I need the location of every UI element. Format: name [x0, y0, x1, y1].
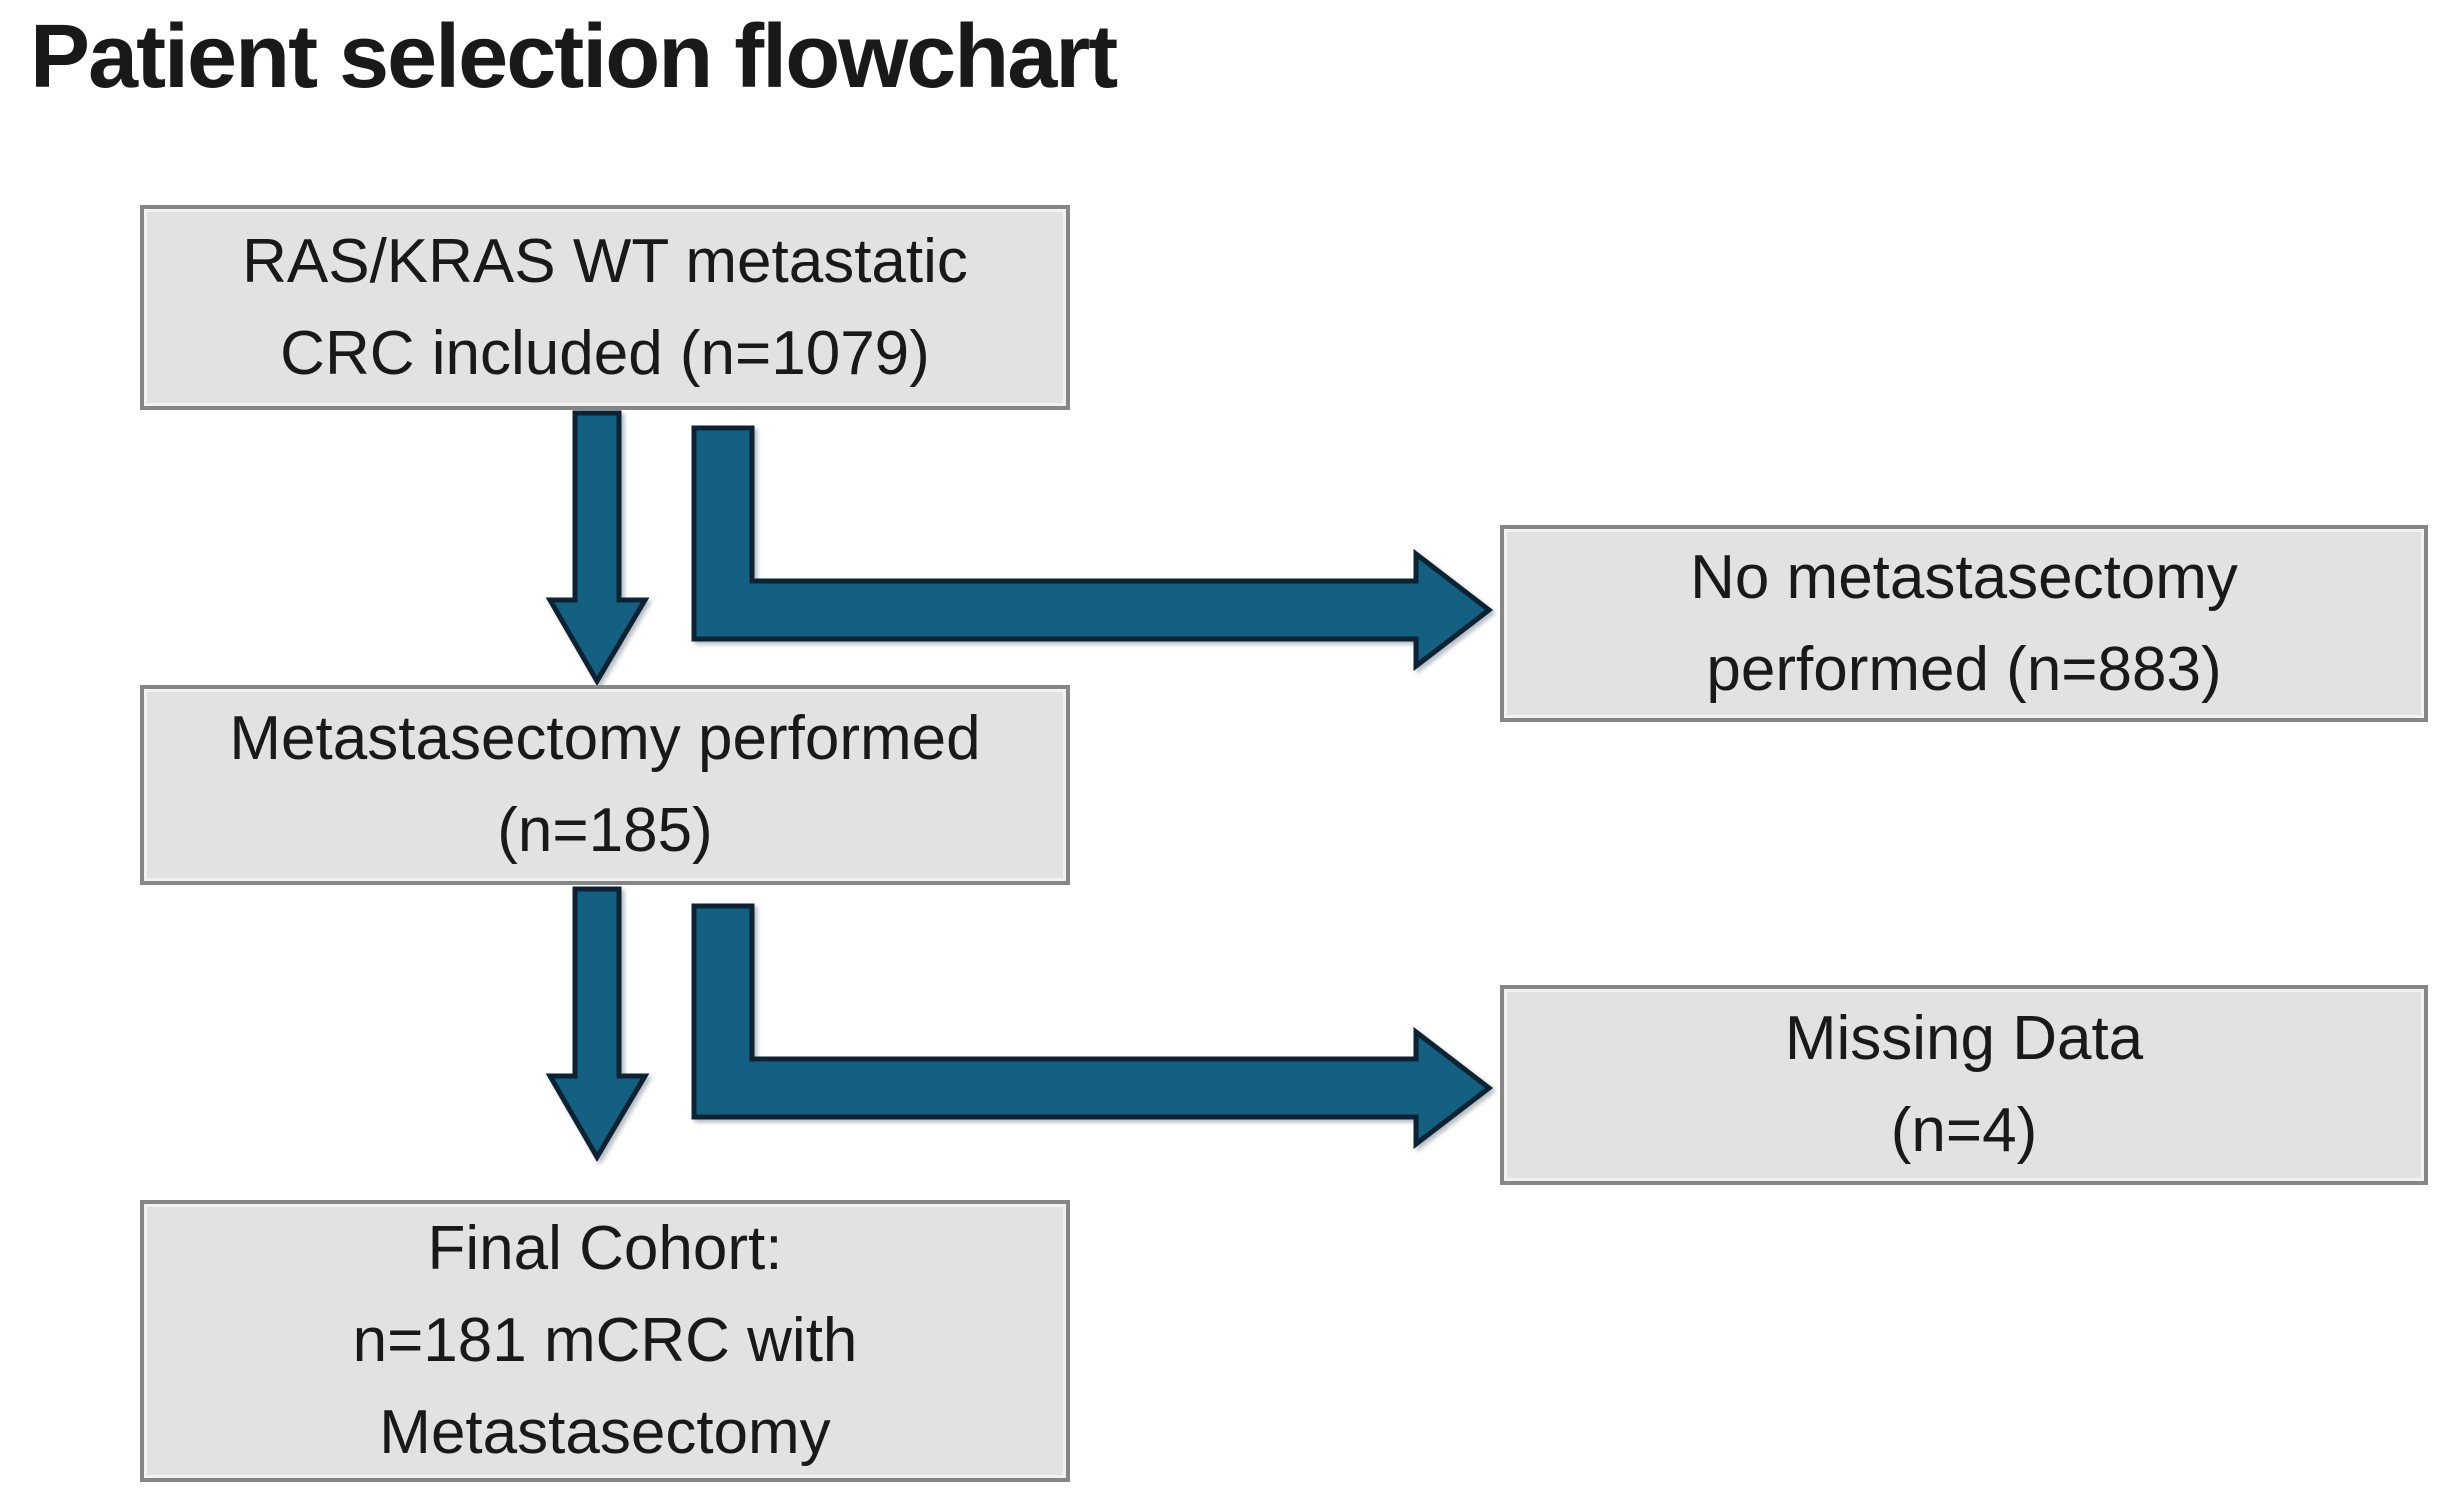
page-title: Patient selection flowchart — [30, 7, 1118, 107]
node-line: Missing Data — [1784, 1004, 2144, 1073]
node-line: (n=185) — [497, 796, 713, 865]
node-line: Metastasectomy performed — [229, 704, 981, 773]
node-metastasectomy: Metastasectomy performed (n=185) — [140, 685, 1070, 885]
arrow-down-included-to-metastasectomy-icon — [545, 410, 650, 686]
node-line: RAS/KRAS WT metastatic — [242, 226, 968, 296]
node-line: No metastasectomy — [1690, 542, 2238, 612]
arrow-elbow-included-to-no-metastasectomy-icon — [691, 425, 1494, 672]
node-final-cohort: Final Cohort: n=181 mCRC with Metastasec… — [140, 1200, 1070, 1482]
node-line: (n=4) — [1890, 1096, 2038, 1165]
arrow-elbow-metastasectomy-to-missing-data-icon — [691, 903, 1494, 1150]
arrow-down-metastasectomy-to-final-cohort-icon — [545, 886, 650, 1162]
node-line: n=181 mCRC with — [352, 1306, 858, 1375]
node-included: RAS/KRAS WT metastatic CRC included (n=1… — [140, 205, 1070, 410]
node-line: Metastasectomy — [379, 1398, 831, 1467]
node-missing-data: Missing Data (n=4) — [1500, 985, 2428, 1185]
node-line: CRC included (n=1079) — [280, 318, 930, 388]
node-line: Final Cohort: — [427, 1214, 783, 1283]
node-line: performed (n=883) — [1706, 634, 2222, 704]
node-no-metastasectomy: No metastasectomy performed (n=883) — [1500, 525, 2428, 722]
